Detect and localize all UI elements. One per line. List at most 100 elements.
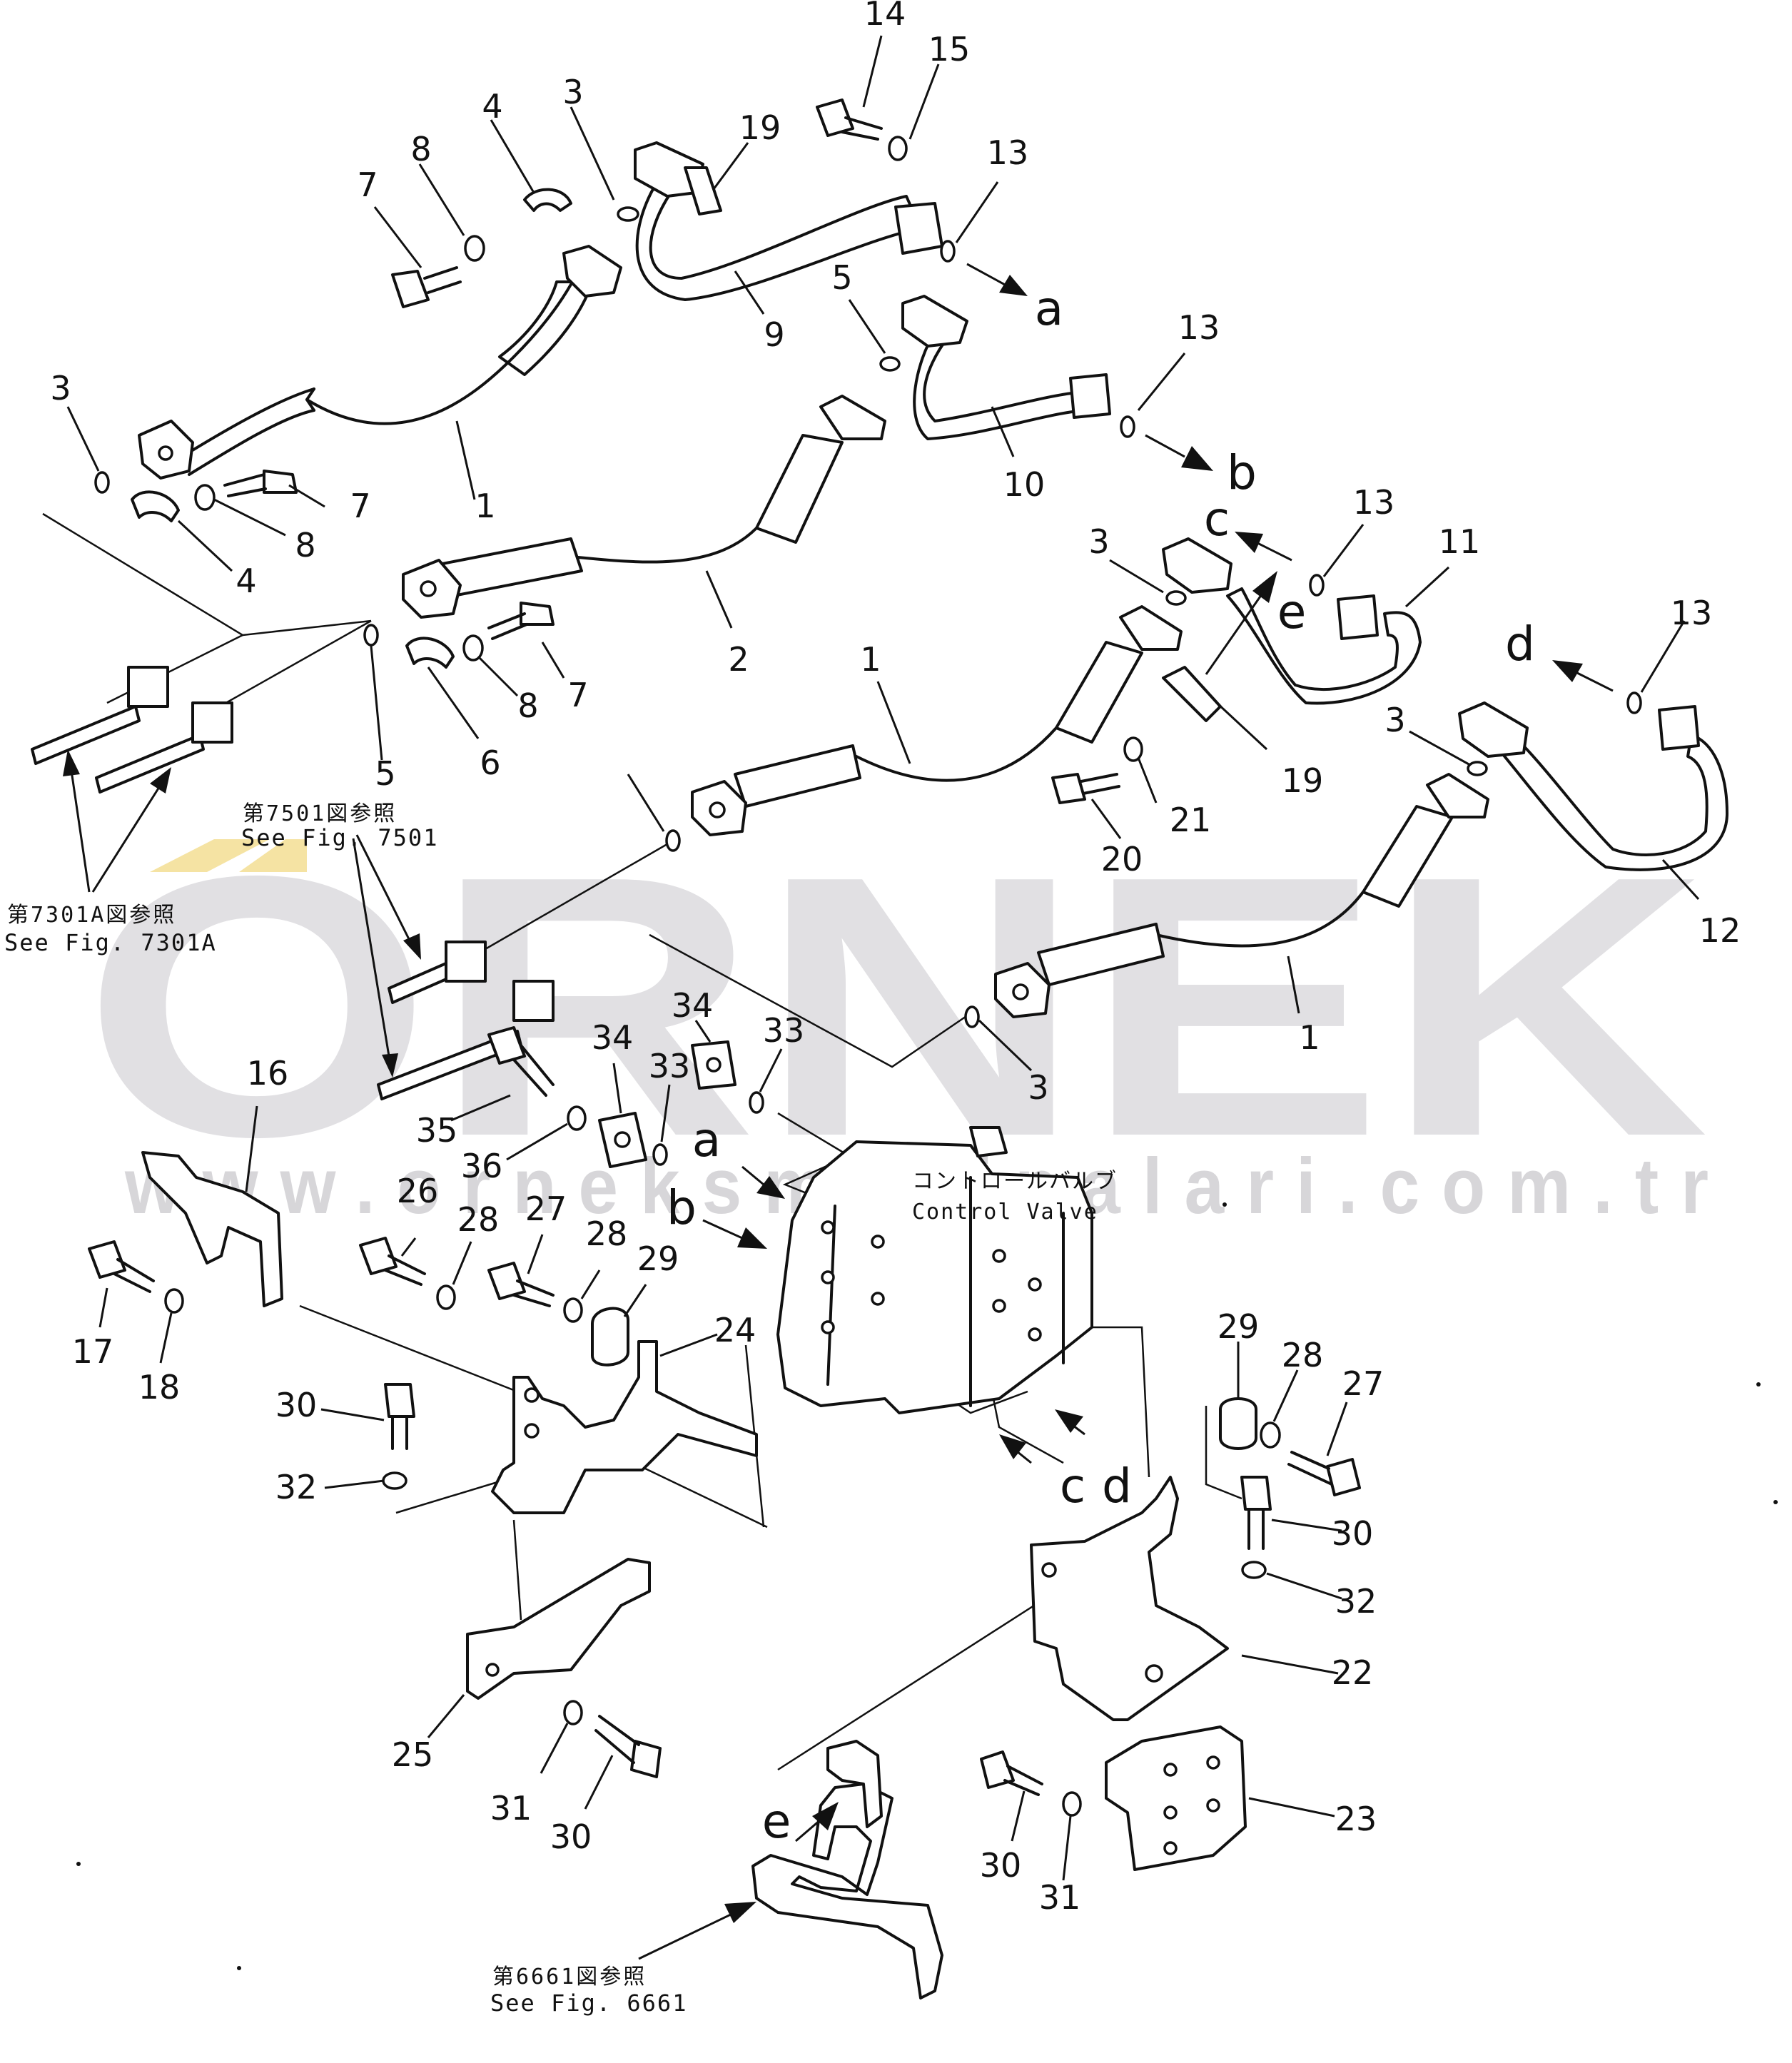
part-number-label: 21 [1170,801,1212,839]
leader-line [66,406,100,472]
part-number-label: 32 [275,1468,318,1506]
split-flange-half [523,188,572,212]
washer [1260,1421,1281,1449]
leader-line [400,1237,417,1257]
bracket-hole [1163,1763,1178,1777]
guide-line [777,1590,1057,1771]
bracket-hole [485,1663,500,1677]
ref-arrow-7301a [70,770,91,893]
arrow-to-b [1145,434,1185,458]
leader-line [450,1094,511,1122]
hose-elbow-fitting [819,395,886,440]
control-valve-label-jp: コントロールバルブ [912,1169,1118,1194]
part-number-label: 19 [739,108,781,147]
valve-port [871,1292,885,1306]
washer [563,1297,583,1323]
spacer-29 [1219,1397,1257,1450]
part-number-label: 26 [397,1172,439,1210]
hose-body [512,270,579,358]
arrowhead [403,933,421,960]
leader-line [848,299,886,354]
block-hole [706,1057,722,1073]
part-number-label: 36 [461,1147,503,1185]
watermark-accent [239,839,307,872]
part-number-label: 28 [1282,1336,1324,1374]
o-ring [1165,590,1187,606]
bracket-24 [491,1340,758,1514]
pipe-stub-flange [127,666,169,708]
o-ring [1309,574,1325,597]
part-number-label: 8 [295,526,315,564]
leader-line [908,64,940,140]
part-number-label: 10 [1003,465,1046,504]
washer [382,1471,407,1490]
washer [563,1700,583,1725]
ref-7301a-jp: 第7301A図参照 [7,903,176,928]
leader-line [1248,1797,1335,1818]
part-number-label: 14 [864,0,906,33]
tube-flange [1458,701,1529,758]
part-number-label: 1 [860,640,881,679]
bolt-head [391,270,430,308]
ref-arrow-7501 [352,838,390,1057]
bolt-shank [384,1254,426,1286]
guide-line [242,619,372,637]
tube-flange [901,295,968,348]
bracket-hole [1206,1755,1220,1770]
o-ring [363,624,379,647]
tube-flange [894,202,943,255]
valve-fitting [969,1126,1008,1157]
hose-sleeve [181,387,315,458]
bracket-hole [1041,1562,1057,1578]
part-number-label: 7 [350,487,370,525]
valve-port [1028,1327,1042,1342]
part-number-label: 4 [482,87,502,126]
part-number-label: 27 [525,1190,567,1228]
valve-port [871,1235,885,1249]
part-number-label: 32 [1335,1582,1377,1621]
bolt-shank [391,1415,408,1450]
tube-9 [634,141,943,301]
part-number-label: 30 [980,1846,1022,1885]
valve-port [992,1249,1006,1263]
control-valve-label-en: Control Valve [912,1200,1098,1225]
bracket-hole [1163,1805,1178,1820]
part-number-label: 22 [1332,1653,1374,1692]
washer [1123,736,1143,762]
hose-1-upper [138,245,622,480]
guide-line [649,933,971,1068]
bolt-shank [1080,773,1120,795]
part-number-label: 28 [586,1215,628,1253]
connection-letter-label: b [1227,445,1257,500]
leader-line [659,1333,718,1357]
washers-and-rings [94,136,1642,1817]
bracket-16 [141,1151,283,1307]
part-number-label: 3 [562,73,583,111]
arrow-to-d [1576,671,1614,692]
part-number-label: 6 [480,744,500,782]
leader-line [320,1408,385,1421]
connection-letter-label: b [667,1180,697,1235]
leader-line [712,142,749,190]
leader-line [1661,858,1700,901]
leader-line [213,498,286,537]
split-flange-half [405,637,455,669]
leader-line [1241,1654,1339,1675]
hose-1-lower [994,773,1489,1018]
leader-line [370,645,383,761]
o-ring [879,356,901,372]
brackets [141,1151,1247,1999]
part-number-label: 16 [247,1054,289,1093]
part-number-label: 13 [1178,308,1220,347]
part-number-label: 25 [392,1735,434,1774]
tube-flange [1162,537,1232,594]
guide-line [512,1519,522,1621]
leader-line [694,1020,712,1043]
leader-line [418,163,465,236]
leader-line [1215,701,1268,751]
washer [462,634,484,662]
leader-line [245,1105,258,1192]
leader-line [705,570,733,629]
pipe-stub-flange [445,941,487,983]
